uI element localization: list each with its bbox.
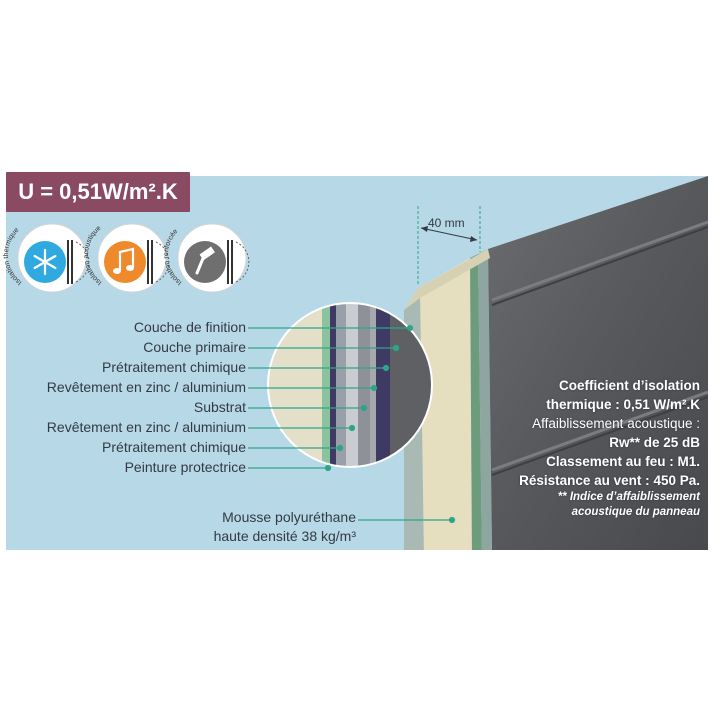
layer-label: Prétraitement chimique — [102, 439, 246, 455]
spec-acoustic-label: Affaiblissement acoustique : — [532, 416, 700, 431]
foam-label-line1: Mousse polyuréthane — [222, 509, 356, 525]
u-value-badge: U = 0,51W/m².K — [6, 172, 190, 212]
thickness-label: 40 mm — [428, 216, 465, 230]
spec-thermal-label: Coefficient d’isolation — [558, 378, 700, 393]
spec-wind-value: 450 Pa. — [653, 473, 700, 488]
music-note-icon — [104, 241, 146, 283]
leader-lines — [248, 324, 456, 524]
panel-edge-foam — [418, 258, 472, 550]
layer-label: Prétraitement chimique — [102, 359, 246, 375]
hammer-icon — [184, 241, 226, 283]
spec-acoustic-value: Rw** de 25 dB — [609, 435, 700, 450]
layer-label: Peinture protectrice — [124, 459, 246, 475]
layer-label: Revêtement en zinc / aluminium — [46, 379, 246, 395]
acoustic-icon-group — [97, 223, 170, 293]
magnified-layers — [268, 303, 432, 467]
foam-label: Mousse polyuréthane haute densité 38 kg/… — [214, 508, 356, 546]
spec-note-line1: ** Indice d’affaiblissement — [557, 491, 700, 503]
spec-fire-label: Classement au feu : — [546, 454, 674, 469]
spec-note-line2: acoustique du panneau — [571, 506, 700, 518]
layer-label: Couche de finition — [133, 319, 246, 335]
layer-label: Substrat — [193, 399, 246, 415]
thermal-icon-group — [17, 223, 90, 293]
spec-wind-label: Résistance au vent : — [519, 473, 650, 488]
panel-edge-coating — [470, 254, 482, 550]
spec-thermal-value: thermique : 0,51 W/m².K — [546, 397, 700, 412]
specs-block: Coefficient d’isolation thermique : 0,51… — [519, 376, 700, 520]
layer-label: Revêtement en zinc / aluminium — [46, 419, 246, 435]
reinforced-icon-group — [177, 223, 250, 293]
foam-label-line2: haute densité 38 kg/m³ — [213, 528, 356, 544]
layer-label: Couche primaire — [143, 339, 246, 355]
spec-fire-value: M1. — [677, 454, 700, 469]
